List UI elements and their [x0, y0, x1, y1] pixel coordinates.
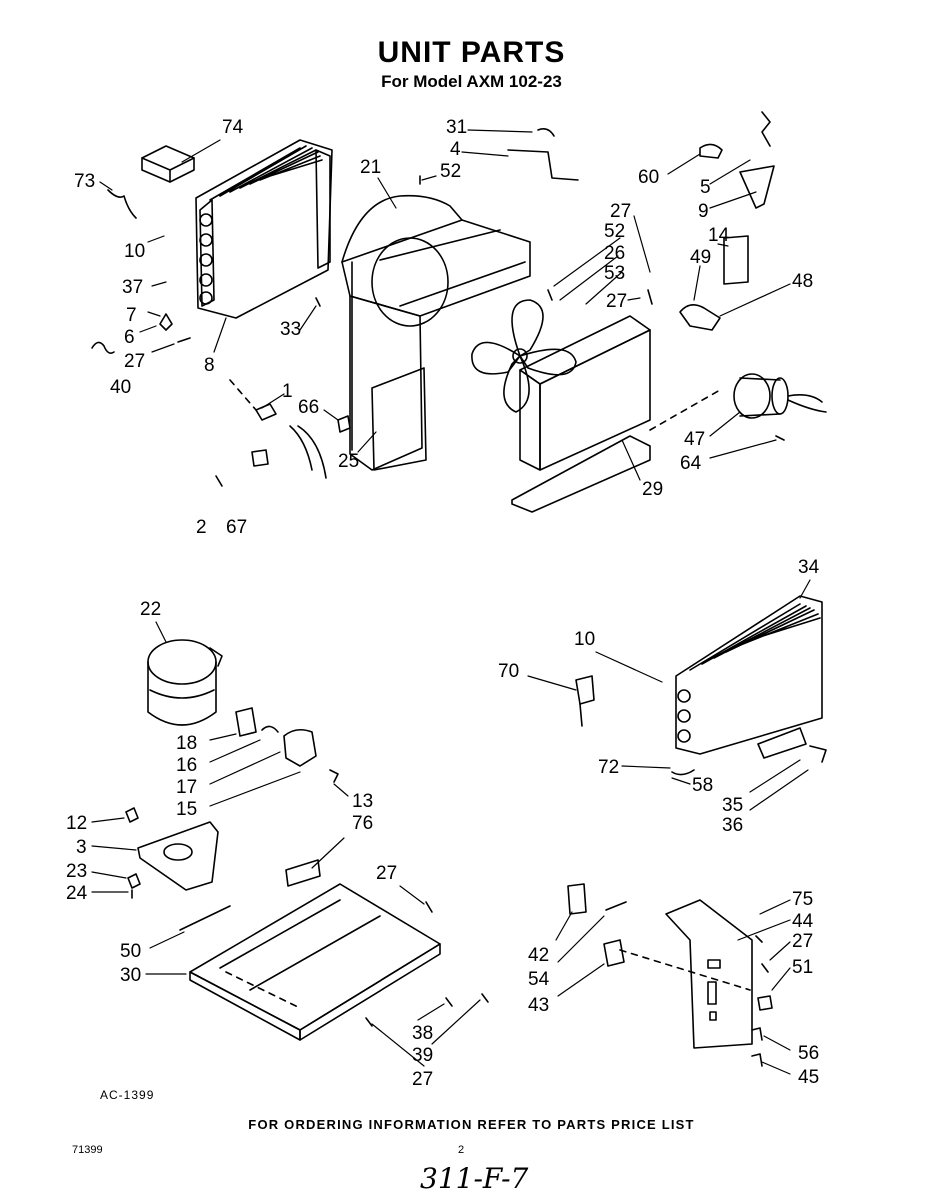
callout-label: 7	[126, 305, 137, 326]
callout-label: 64	[680, 453, 702, 474]
callout-label: 23	[66, 861, 88, 882]
callout-label: 27	[606, 291, 628, 312]
callout-label: 12	[66, 813, 88, 834]
callout-label: 27	[610, 201, 632, 222]
callout-label: 34	[798, 557, 820, 578]
callout-label: 33	[280, 319, 302, 340]
ordering-note: FOR ORDERING INFORMATION REFER TO PARTS …	[248, 1117, 695, 1132]
callout-label: 3	[76, 837, 87, 858]
callout-label: 5	[700, 177, 711, 198]
callout-label: 66	[298, 397, 320, 418]
callout-label: 75	[792, 889, 814, 910]
handwritten-reference: 311-F-7	[420, 1162, 529, 1195]
base-pan	[190, 860, 440, 1040]
callout-label: 25	[338, 451, 360, 472]
callout-label: 42	[528, 945, 550, 966]
callout-label: 50	[120, 941, 142, 962]
callout-label: 43	[528, 995, 550, 1016]
callout-label: 74	[222, 117, 244, 138]
callout-label: 52	[604, 221, 626, 242]
callout-label: 27	[412, 1069, 434, 1090]
callout-label: 9	[698, 201, 709, 222]
callout-label: 13	[352, 791, 374, 812]
callout-label: 26	[604, 243, 626, 264]
page-title: UNIT PARTS	[377, 36, 566, 69]
callout-label: 38	[412, 1023, 434, 1044]
callout-label: 67	[226, 517, 248, 538]
callout-label: 47	[684, 429, 706, 450]
callout-label: 14	[708, 225, 730, 246]
callout-label: 2	[196, 517, 207, 538]
control-bracket	[666, 900, 752, 1048]
callout-label: 1	[282, 381, 293, 402]
compressor	[148, 640, 222, 725]
model-subtitle: For Model AXM 102-23	[381, 72, 562, 91]
callout-label: 18	[176, 733, 198, 754]
callout-label: 24	[66, 883, 88, 904]
callout-label: 29	[642, 479, 664, 500]
assembly-guides	[226, 380, 750, 1008]
callout-label: 36	[722, 815, 744, 836]
compressor-mount	[138, 822, 218, 890]
callout-label: 72	[598, 757, 620, 778]
callout-label: 54	[528, 969, 550, 990]
callout-label: 10	[574, 629, 596, 650]
callout-label: 6	[124, 327, 135, 348]
callout-label: 70	[498, 661, 520, 682]
callout-label: 39	[412, 1045, 434, 1066]
callout-label: 56	[798, 1043, 820, 1064]
callout-label: 22	[140, 599, 162, 620]
fan-blade	[472, 300, 576, 412]
callout-label: 73	[74, 171, 96, 192]
callout-label: 30	[120, 965, 142, 986]
callout-label: 15	[176, 799, 198, 820]
callout-label: 17	[176, 777, 198, 798]
callout-label: 49	[690, 247, 712, 268]
part-74-block	[142, 146, 194, 182]
callout-label: 27	[124, 351, 146, 372]
callout-label: 48	[792, 271, 814, 292]
callout-label: 21	[360, 157, 382, 178]
callout-label: 37	[122, 277, 144, 298]
callout-label: 52	[440, 161, 462, 182]
callout-label: 60	[638, 167, 660, 188]
callout-label: 8	[204, 355, 215, 376]
callout-label: 53	[604, 263, 626, 284]
callout-label: 35	[722, 795, 744, 816]
leader-lines	[92, 130, 810, 1074]
callout-label: 4	[450, 139, 461, 160]
page-number: 2	[458, 1144, 465, 1156]
drawing-code: AC-1399	[100, 1088, 155, 1102]
callout-label: 27	[792, 931, 814, 952]
fan-shroud	[342, 196, 530, 470]
callout-label: 76	[352, 813, 374, 834]
callout-label: 51	[792, 957, 814, 978]
callout-label: 10	[124, 241, 146, 262]
callout-label: 58	[692, 775, 714, 796]
fan-panel	[512, 316, 650, 512]
callout-label: 31	[446, 117, 468, 138]
part-73-tube	[108, 190, 136, 218]
callout-label: 40	[110, 377, 132, 398]
callout-label: 27	[376, 863, 398, 884]
doc-code: 71399	[72, 1144, 103, 1156]
condenser-coil	[196, 140, 332, 318]
evaporator-coil	[676, 596, 822, 754]
callout-label: 16	[176, 755, 198, 776]
part-40-clip	[92, 342, 114, 353]
fan-motor	[734, 374, 826, 418]
callout-label: 45	[798, 1067, 820, 1088]
callout-label: 44	[792, 911, 814, 932]
